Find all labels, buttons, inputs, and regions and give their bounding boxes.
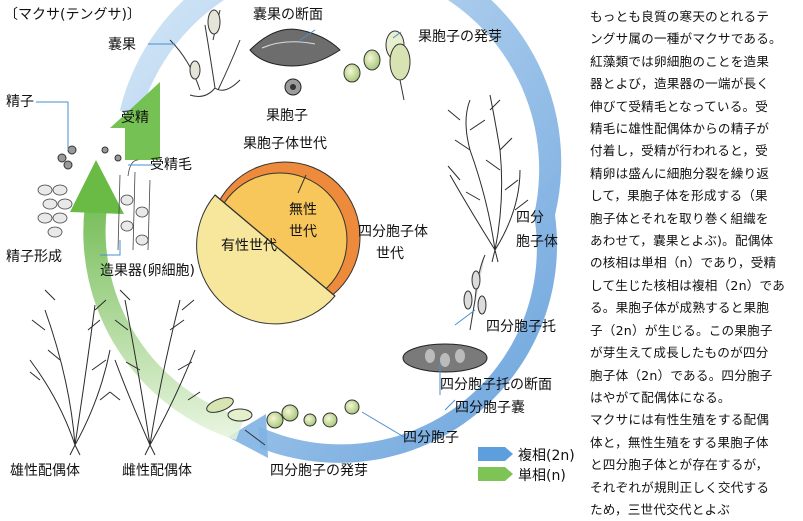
leader-lines	[36, 29, 476, 438]
description-line: もっとも良質の寒天のとれるテ	[590, 9, 770, 24]
label-cystocarp-section: 嚢果の断面	[253, 7, 323, 23]
description-line: はやがて配偶体になる。	[590, 389, 731, 405]
haploid-arrowhead	[70, 160, 124, 214]
legend-item-haploid: 単相(n)	[478, 467, 566, 484]
label-tetraspore: 四分胞子	[403, 430, 459, 446]
description-line: 紅藻類では卵細胞のことを造果	[590, 53, 770, 69]
tetraspore-illustration	[303, 399, 360, 428]
life-cycle-ring	[70, 0, 562, 463]
diploid-arrowhead	[228, 414, 268, 458]
label-tetrasporophyte-1: 四分	[516, 210, 544, 226]
spermatium-formation-illustration	[37, 184, 73, 238]
description-line: 精毛に雄性配偶体からの精子が	[590, 121, 770, 137]
stichidium-section-illustration	[402, 343, 488, 373]
label-sexual-generation: 有性世代	[221, 238, 277, 254]
description-line: して生じた核相は複相（2n）であ	[590, 277, 786, 293]
label-carposporophyte-generation: 果胞子体世代	[243, 136, 327, 152]
label-female-gametophyte: 雌性配偶体	[122, 463, 192, 479]
diagram-title: 〔マクサ(テングサ)〕	[4, 7, 141, 23]
stichidium-illustration	[463, 254, 487, 331]
spermatia-illustration	[57, 145, 122, 170]
legend-diploid-label: 複相(2n)	[518, 447, 575, 464]
description-line: 胞子体（2n）である。四分胞子	[590, 367, 773, 383]
label-asexual-generation-1: 無性	[289, 202, 317, 218]
description-line: 付着し，受精が行われると，受	[590, 143, 768, 159]
label-tetrasporangium: 四分胞子嚢	[455, 400, 525, 416]
diploid-band	[120, 0, 562, 463]
label-carpogonium: 造果器(卵細胞)	[100, 263, 195, 279]
cystocarp-illustration	[169, 9, 241, 97]
label-tetrasporophyte-generation-1: 四分胞子体	[358, 224, 428, 240]
label-tetraspore-germination: 四分胞子の発芽	[270, 463, 368, 479]
label-cystocarp: 嚢果	[108, 37, 136, 53]
female-gametophyte-illustration	[109, 289, 201, 456]
label-tetrasporophyte-generation-2: 世代	[376, 246, 404, 262]
carpogonium-illustration	[117, 159, 151, 251]
description-line: マクサには有性生殖をする配偶	[590, 412, 770, 428]
carpospore-illustration	[284, 78, 302, 96]
legend-haploid-swatch	[478, 467, 513, 481]
description-text: もっとも良質の寒天のとれるテングサ属の一種がマクサである。紅藻類では卵細胞のこと…	[590, 6, 800, 521]
carpospore-germination-illustration	[343, 30, 411, 101]
label-asexual-generation-2: 世代	[289, 224, 317, 240]
description-line: 胞子体とそれを取り巻く組織を	[590, 210, 769, 226]
description-line: る。果胞子体が成熟すると果胞	[590, 300, 770, 316]
description-line: の核相は単相（n）であり，受精	[590, 255, 777, 271]
description-line: して，果胞子体を形成する（果	[590, 188, 768, 204]
description-line: 精卵は盛んに細胞分裂を繰り返	[590, 165, 770, 181]
generation-circle	[196, 161, 361, 325]
description-line: と四分胞子体とが存在するが，	[590, 457, 769, 473]
label-spermatium: 精子	[6, 94, 34, 110]
tetraspore-germination-illustration	[206, 397, 299, 446]
male-gametophyte-illustration	[29, 289, 111, 456]
description-line: 伸びて受精毛となっている。受	[590, 98, 769, 114]
legend: 複相(2n) 単相(n)	[478, 447, 575, 484]
legend-item-diploid: 複相(2n)	[478, 447, 575, 464]
tetrasporophyte-plant-illustration	[447, 94, 529, 263]
cystocarp-section-illustration	[249, 28, 341, 67]
fertilization-arrow	[100, 82, 160, 160]
label-tetrasporophyte-2: 胞子体	[516, 234, 558, 250]
description-line: ングサ属の一種がマクサである。	[590, 31, 782, 47]
label-male-gametophyte: 雄性配偶体	[10, 463, 80, 479]
description-line: が芽生えて成長したものが四分	[590, 345, 769, 361]
label-trichogyne: 受精毛	[150, 157, 192, 173]
label-carpospore-germination: 果胞子の発芽	[418, 29, 502, 45]
description-line: 子（2n）が生じる。この果胞子	[590, 322, 773, 338]
description-line: 器とよび，造果器の一端が長く	[590, 76, 770, 92]
description-line: ため，三世代交代とよぶ	[590, 501, 731, 517]
label-carpospore: 果胞子	[266, 108, 308, 124]
label-stichidium: 四分胞子托	[486, 319, 556, 335]
legend-diploid-swatch	[478, 447, 513, 461]
legend-haploid-label: 単相(n)	[518, 468, 566, 484]
label-fertilization: 受精	[121, 110, 149, 126]
label-stichidium-section: 四分胞子托の断面	[440, 377, 552, 393]
description-line: 体と，無性生殖をする果胞子体	[590, 434, 769, 450]
description-line: あわせて，嚢果とよぶ)。配偶体	[590, 233, 774, 249]
label-spermatium-formation: 精子形成	[6, 249, 62, 265]
